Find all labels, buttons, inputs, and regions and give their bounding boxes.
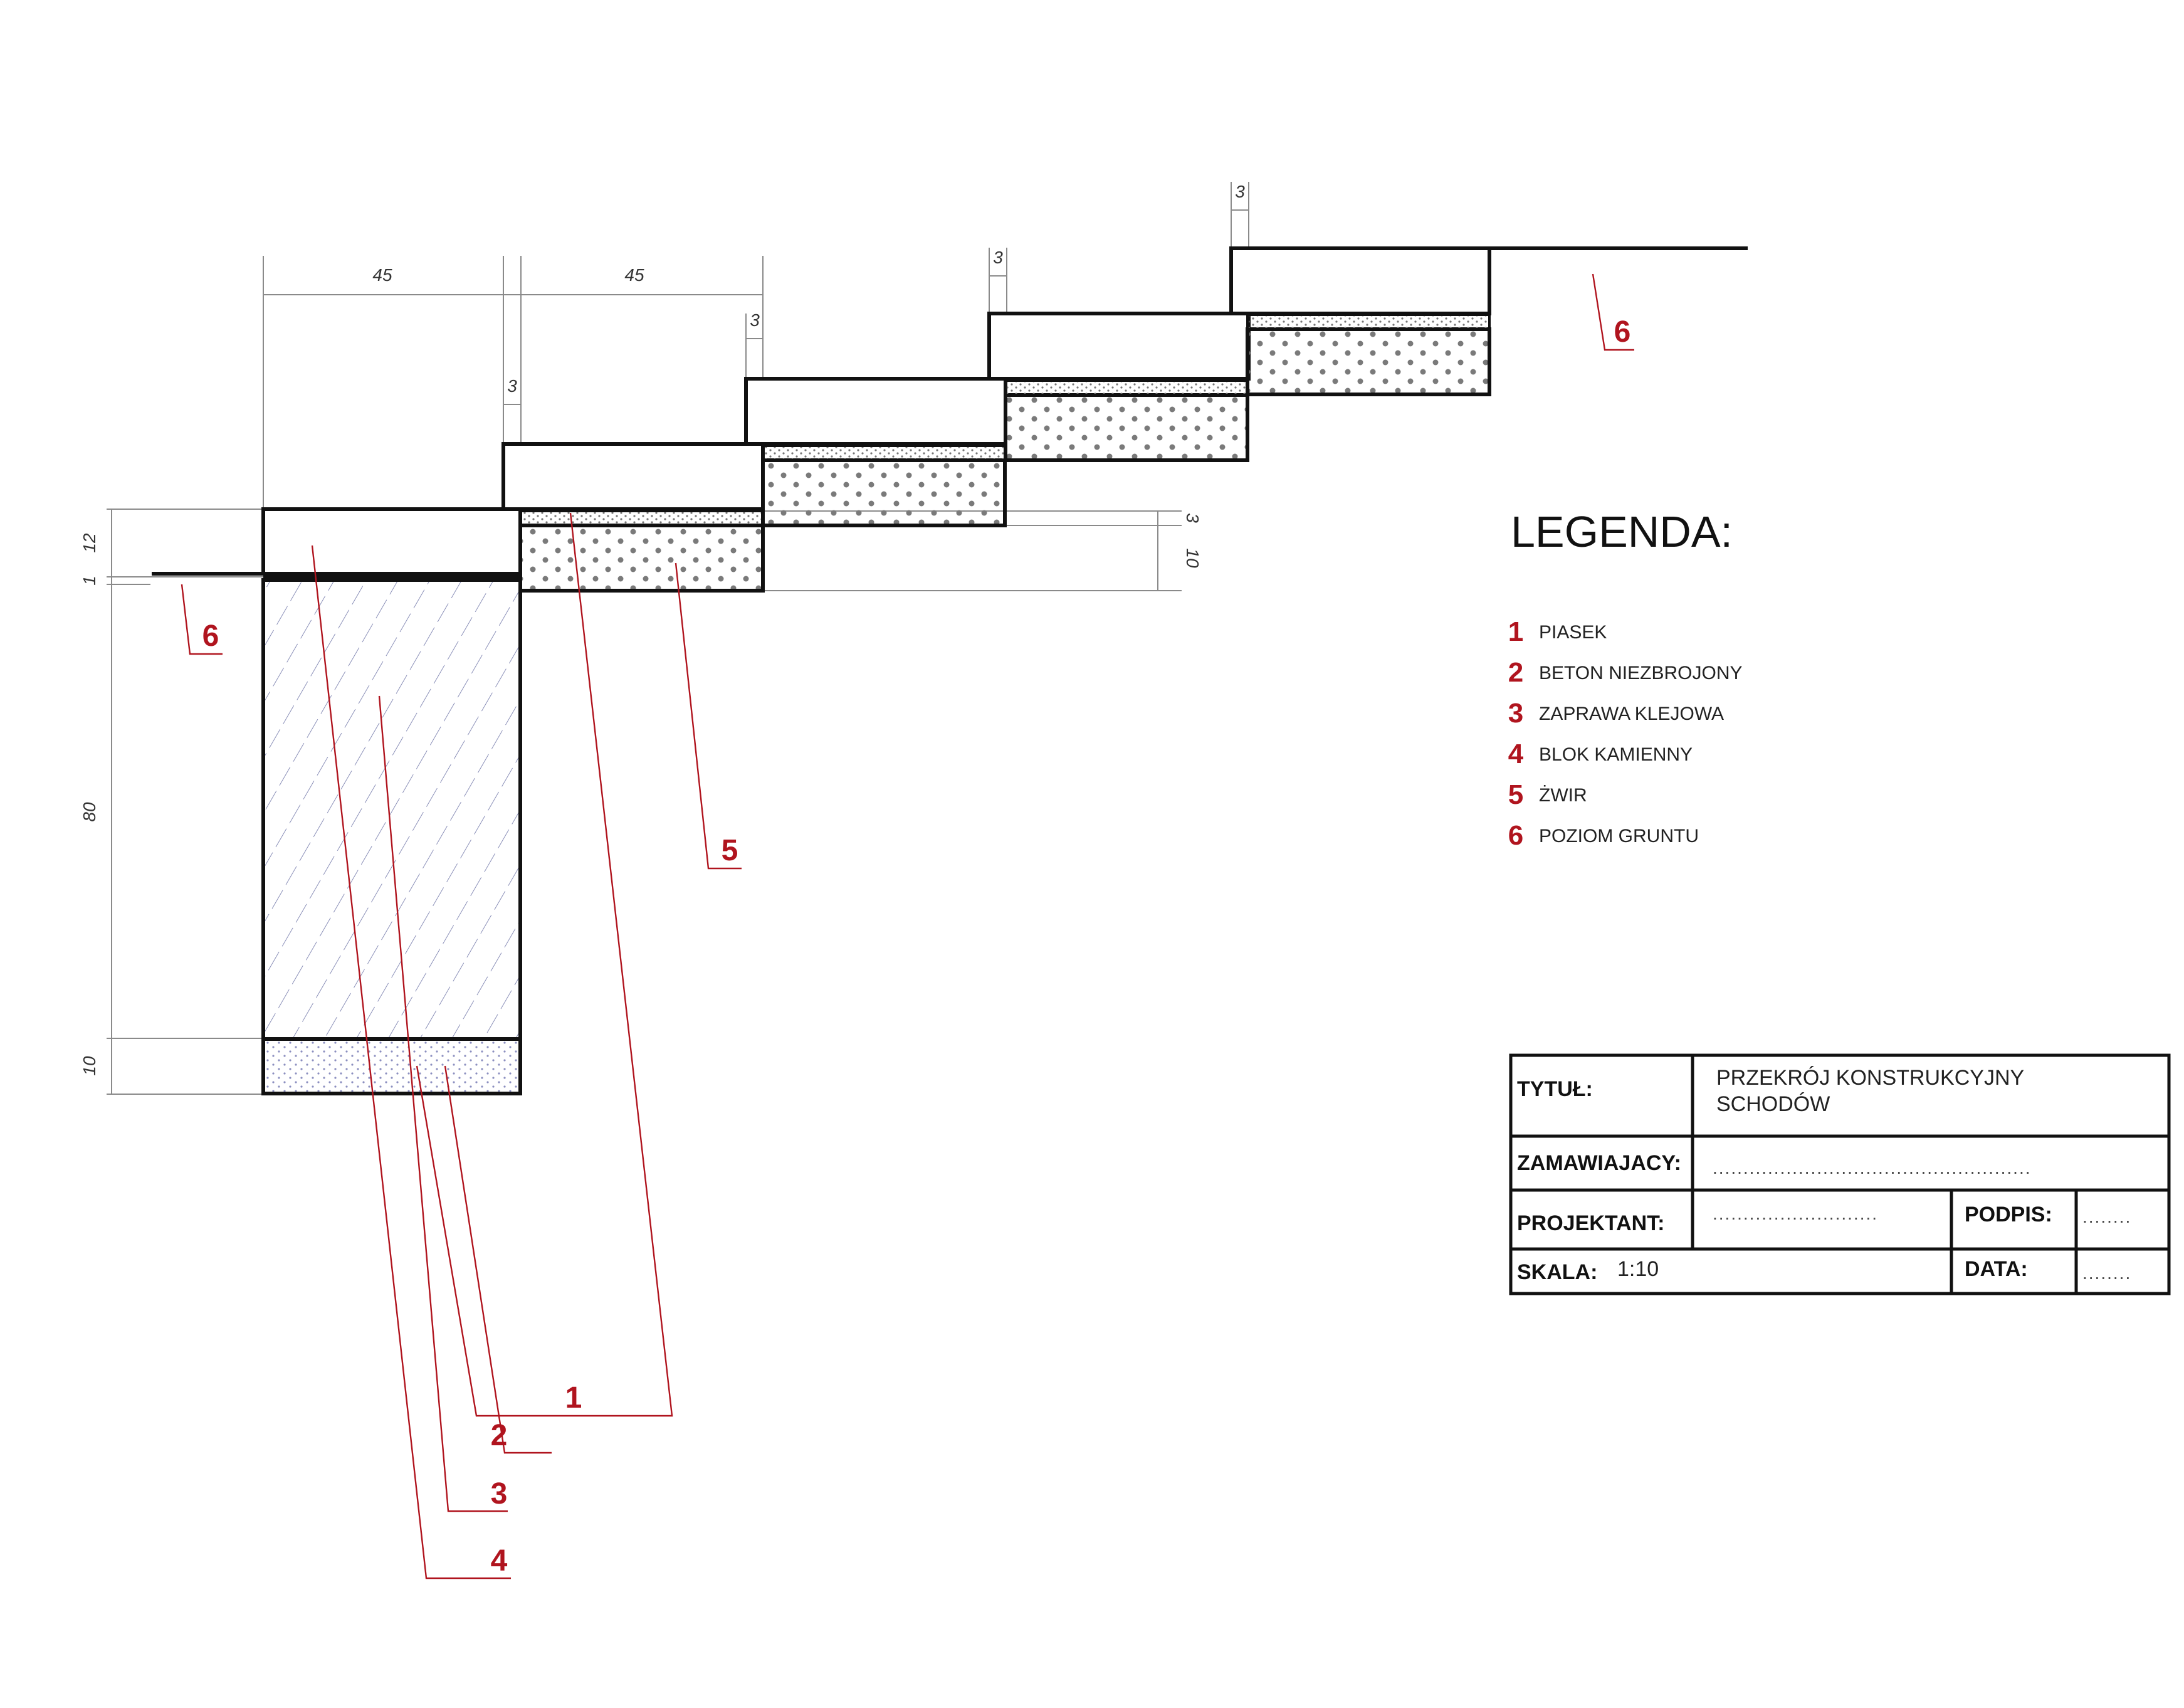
date-label: DATA: (1965, 1257, 2028, 1281)
dim-left-sand: 10 (80, 1056, 99, 1076)
legend-label-2: BETON NIEZBROJONY (1539, 663, 1743, 683)
stone-block (261, 578, 522, 1041)
dim-offset-4: 3 (1235, 182, 1245, 201)
leader-lines (181, 273, 1634, 1579)
legend-label-3: ZAPRAWA KLEJOWA (1539, 704, 1724, 724)
dim-offset-2: 3 (750, 310, 760, 330)
title-block: TYTUŁ: PRZEKRÓJ KONSTRUKCYJNY SCHODÓW ZA… (1509, 1053, 2171, 1295)
callout-2: 2 (491, 1419, 508, 1452)
dim-offset-3: 3 (993, 248, 1003, 267)
scale-label: SKALA: (1517, 1260, 1597, 1284)
step-slab-1 (501, 442, 765, 511)
legend-num-2: 2 (1508, 657, 1523, 688)
legend-label-5: ŻWIR (1539, 785, 1587, 806)
dim-width-2: 45 (624, 265, 644, 285)
legend-label-4: BLOK KAMIENNY (1539, 744, 1693, 765)
mortar-step-2 (762, 445, 1006, 461)
date-value: ........ (2082, 1263, 2131, 1283)
callout-4: 4 (491, 1544, 508, 1578)
legend-title: LEGENDA: (1511, 507, 1733, 556)
dim-right-gravel: 10 (1183, 548, 1202, 568)
callout-3: 3 (491, 1477, 508, 1510)
gravel-step-4 (1246, 327, 1491, 396)
dim-left-slab: 12 (80, 533, 99, 553)
gravel-step-2 (761, 458, 1007, 527)
legend-num-1: 1 (1508, 616, 1523, 647)
title-label: TYTUŁ: (1517, 1077, 1593, 1101)
legend: LEGENDA: 1 PIASEK 2 BETON NIEZBROJONY 3 … (1508, 507, 1743, 851)
dim-left-block: 80 (80, 802, 99, 822)
signature-value: ........ (2082, 1207, 2131, 1226)
callout-6-left: 6 (202, 619, 219, 653)
gravel-step-3 (1004, 393, 1249, 462)
stair-section (152, 246, 1748, 1095)
client-label: ZAMAWIAJACY: (1517, 1151, 1681, 1175)
dim-right-mortar: 3 (1183, 513, 1202, 523)
client-value: ........................................… (1713, 1158, 2032, 1178)
gravel-step-1 (518, 524, 765, 593)
dim-width-1: 45 (372, 265, 392, 285)
legend-num-3: 3 (1508, 698, 1523, 729)
dim-offset-1: 3 (507, 376, 517, 396)
designer-value: ........................... (1713, 1204, 1878, 1223)
legend-num-5: 5 (1508, 779, 1523, 810)
legend-label-6: POZIOM GRUNTU (1539, 826, 1699, 846)
legend-label-1: PIASEK (1539, 622, 1607, 643)
title-value-line1: PRZEKRÓJ KONSTRUKCYJNY (1716, 1066, 2024, 1090)
callout-1: 1 (565, 1381, 582, 1415)
callout-6-right: 6 (1614, 315, 1631, 349)
legend-num-6: 6 (1508, 820, 1523, 851)
callout-numbers: 1 2 3 4 5 6 6 (202, 315, 1631, 1578)
bottom-slab (261, 507, 522, 576)
dim-left-mortar: 1 (80, 576, 99, 586)
sand-layer (261, 1037, 522, 1095)
mortar-step-3 (1004, 379, 1249, 396)
step-slab-4 (1229, 246, 1491, 315)
scale-value: 1:10 (1617, 1257, 1659, 1281)
title-value-line2: SCHODÓW (1716, 1092, 1830, 1116)
mortar-step-4 (1246, 314, 1491, 330)
signature-label: PODPIS: (1965, 1203, 2052, 1226)
legend-num-4: 4 (1508, 739, 1524, 769)
step-slab-2 (744, 377, 1007, 446)
dimension-labels: 45 45 3 3 3 3 3 10 12 1 80 10 (80, 182, 1245, 1076)
mortar-step-1 (519, 510, 764, 527)
step-slab-3 (987, 312, 1251, 381)
callout-5: 5 (722, 834, 738, 867)
designer-label: PROJEKTANT: (1517, 1211, 1665, 1235)
